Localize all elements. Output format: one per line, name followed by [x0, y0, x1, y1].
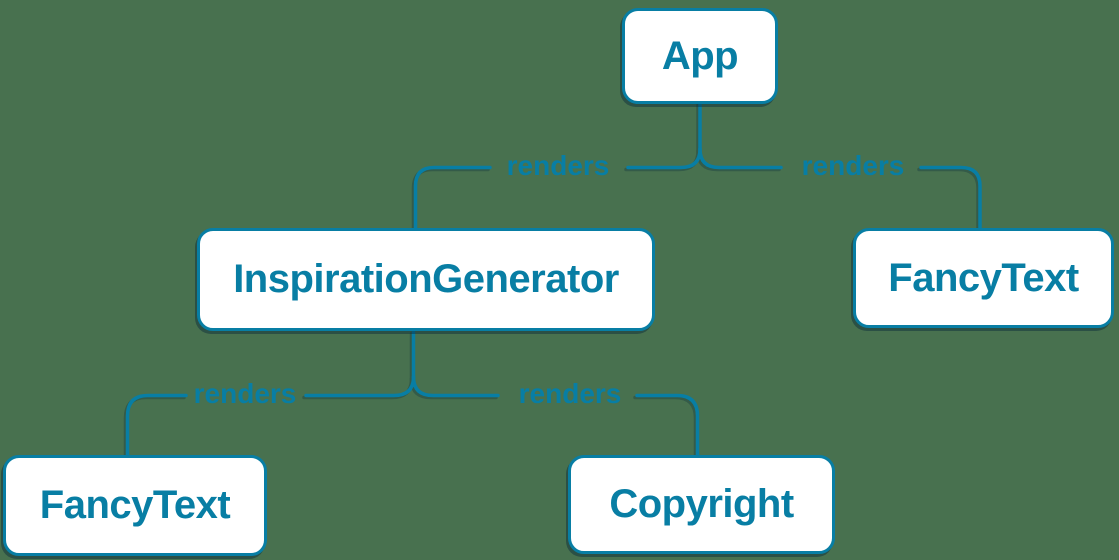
edge-app-inspirationgenerator-line-a [626, 147, 702, 170]
edge-app-fancytext-line-a [698, 147, 783, 170]
edge-label-inspirationgenerator-fancytext: renders [193, 378, 297, 409]
node-inspiration-generator-label: InspirationGenerator [233, 257, 619, 301]
edge-app-inspirationgenerator-line-b [413, 165, 492, 231]
node-fancy-text-top-label: FancyText [888, 255, 1079, 300]
node-copyright: Copyright [568, 455, 835, 554]
node-app-label: App [661, 33, 739, 78]
edge-app-fancytext-line-b [919, 165, 982, 231]
edge-label-app-inspirationgenerator: renders [506, 150, 610, 181]
edge-label-app-fancytext: renders [801, 150, 905, 181]
node-fancy-text-top: FancyText [853, 228, 1114, 328]
node-app: App [622, 8, 778, 104]
edge-label-inspirationgenerator-copyright: renders [518, 378, 622, 409]
edge-inspirationgenerator-copyright-line-a [411, 375, 500, 398]
node-copyright-label: Copyright [609, 482, 794, 526]
edge-inspirationgenerator-fancytext-line-a [304, 375, 416, 398]
node-fancy-text-bottom: FancyText [3, 455, 267, 556]
node-inspiration-generator: InspirationGenerator [197, 228, 655, 331]
edge-inspirationgenerator-copyright-line-b [635, 393, 700, 458]
node-fancy-text-bottom-label: FancyText [39, 483, 231, 527]
edge-inspirationgenerator-fancytext-line-b [125, 393, 188, 458]
